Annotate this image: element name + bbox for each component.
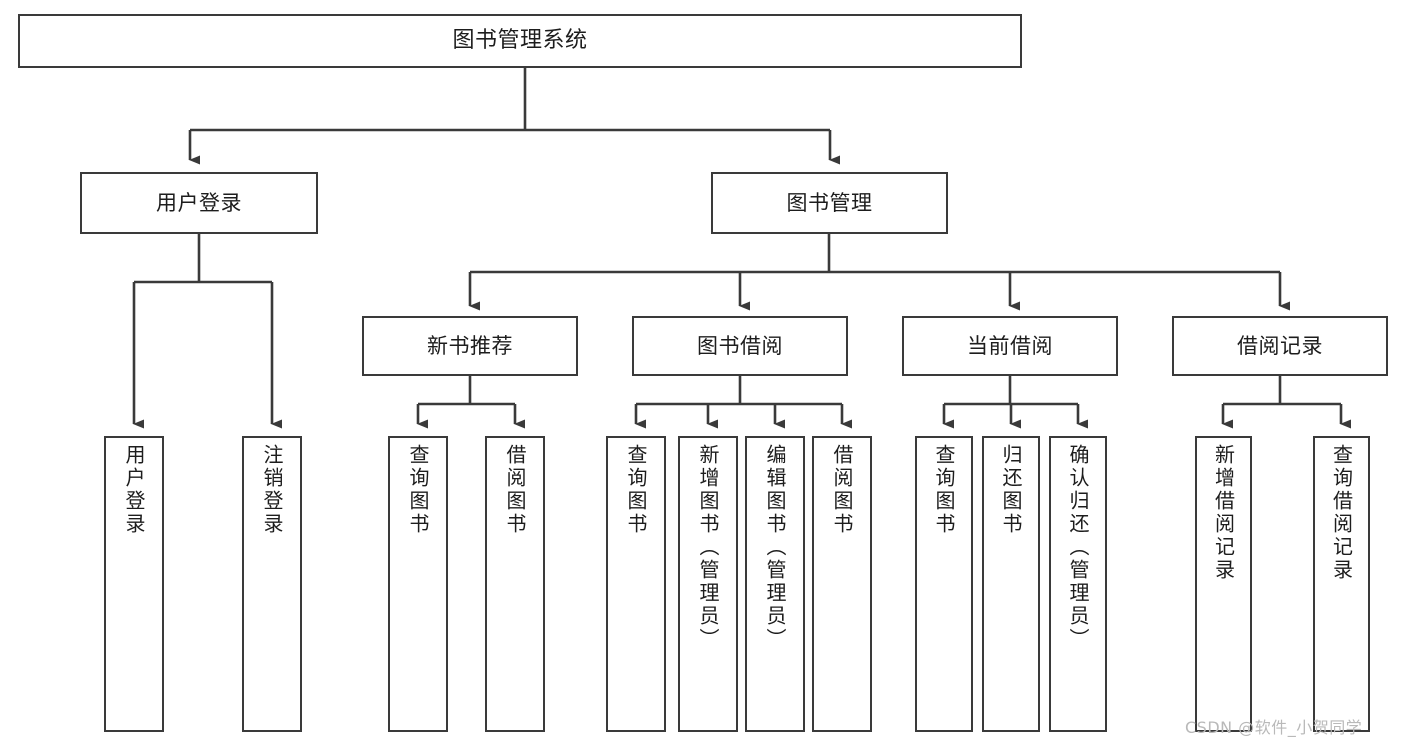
node-borrow-record[interactable]: 借阅记录: [1172, 316, 1388, 376]
node-label: 新书推荐: [427, 333, 513, 358]
node-book-borrow[interactable]: 图书借阅: [632, 316, 848, 376]
node-label: 图书借阅: [697, 333, 783, 358]
node-label: 图书管理: [786, 190, 873, 215]
node-label: 借阅记录: [1237, 333, 1323, 358]
node-label: 归还图书: [999, 444, 1023, 536]
leaf-current-borrow-confirm-return[interactable]: 确认归还（管理员）: [1049, 436, 1107, 732]
node-label: 新增图书（管理员）: [696, 444, 720, 651]
node-label: 查询图书: [406, 444, 430, 536]
csdn-watermark: CSDN @软件_小贺同学: [1185, 718, 1363, 737]
node-label: 查询图书: [624, 444, 648, 536]
leaf-book-borrow-query[interactable]: 查询图书: [606, 436, 666, 732]
node-book-management[interactable]: 图书管理: [711, 172, 948, 234]
node-user-login[interactable]: 用户登录: [80, 172, 318, 234]
leaf-new-book-query[interactable]: 查询图书: [388, 436, 448, 732]
node-label: 借阅图书: [503, 444, 527, 536]
leaf-current-borrow-query[interactable]: 查询图书: [915, 436, 973, 732]
node-label: 新增借阅记录: [1211, 444, 1236, 582]
leaf-borrow-record-add[interactable]: 新增借阅记录: [1195, 436, 1252, 732]
leaf-book-borrow-edit[interactable]: 编辑图书（管理员）: [745, 436, 805, 732]
node-label: 注销登录: [260, 444, 284, 536]
leaf-book-borrow-lend[interactable]: 借阅图书: [812, 436, 872, 732]
node-label: 查询借阅记录: [1329, 444, 1354, 582]
node-label: 用户登录: [156, 190, 242, 215]
node-label: 图书管理系统: [452, 28, 588, 54]
leaf-borrow-record-query[interactable]: 查询借阅记录: [1313, 436, 1370, 732]
node-label: 当前借阅: [967, 333, 1053, 358]
node-new-book-recommend[interactable]: 新书推荐: [362, 316, 578, 376]
leaf-current-borrow-return[interactable]: 归还图书: [982, 436, 1040, 732]
node-label: 查询图书: [932, 444, 956, 536]
node-root-book-management-system[interactable]: 图书管理系统: [18, 14, 1022, 68]
leaf-new-book-borrow[interactable]: 借阅图书: [485, 436, 545, 732]
node-label: 编辑图书（管理员）: [763, 444, 787, 651]
leaf-user-login-signout[interactable]: 注销登录: [242, 436, 302, 732]
leaf-user-login-signin[interactable]: 用户登录: [104, 436, 164, 732]
node-current-borrow[interactable]: 当前借阅: [902, 316, 1118, 376]
node-label: 借阅图书: [830, 444, 854, 536]
node-label: 确认归还（管理员）: [1066, 444, 1090, 651]
node-label: 用户登录: [122, 444, 146, 536]
leaf-book-borrow-add[interactable]: 新增图书（管理员）: [678, 436, 738, 732]
